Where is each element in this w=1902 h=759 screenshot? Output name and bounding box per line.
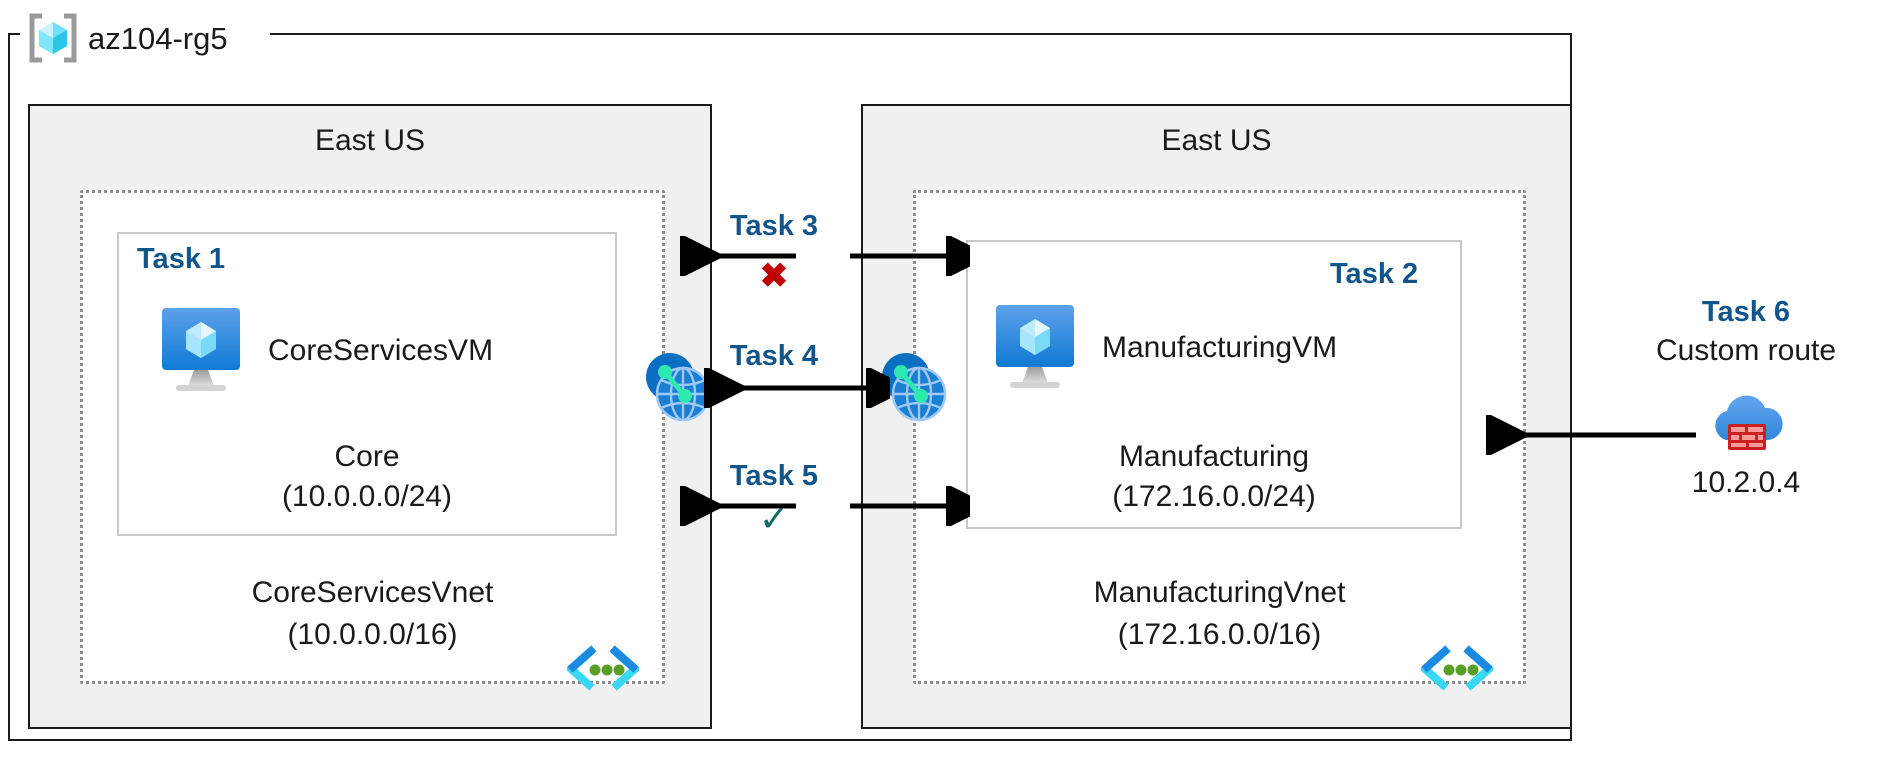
task6-group: Task 6 Custom route (1596, 296, 1896, 536)
vnet-brackets-icon-left (567, 645, 639, 693)
firewall-cloud-icon (1704, 388, 1790, 454)
subnet-cidr-right: (172.16.0.0/24) (1112, 480, 1316, 513)
custom-route-label: Custom route (1655, 334, 1837, 367)
resource-group-label: az104-rg5 (88, 21, 228, 56)
connector-arrow-task5 (676, 483, 991, 531)
vm-name-left: CoreServicesVM (268, 334, 494, 367)
connector-label-task5: Task 5 (729, 460, 819, 492)
virtual-machine-icon (160, 308, 242, 394)
region-title-left: East US (314, 124, 426, 157)
subnet-name-left: Core (334, 440, 400, 473)
vnet-cidr-right: (172.16.0.0/16) (1117, 618, 1322, 651)
subnet-name-right: Manufacturing (1118, 440, 1310, 473)
connector-marker-task5-success: ✓ (758, 498, 790, 539)
vm-right: ManufacturingVM (994, 305, 1337, 391)
connector-arrow-task4 (700, 365, 911, 413)
task-tag-2: Task 2 (1330, 258, 1419, 290)
vm-name-right: ManufacturingVM (1102, 331, 1338, 364)
resource-group-icon (26, 13, 80, 63)
task-tag-6: Task 6 (1701, 296, 1791, 328)
firewall-ip-label: 10.2.0.4 (1691, 466, 1801, 499)
vnet-name-left: CoreServicesVnet (251, 576, 494, 609)
vnet-name-right: ManufacturingVnet (1093, 576, 1346, 609)
region-title-right: East US (1161, 124, 1272, 157)
task-tag-1: Task 1 (137, 243, 226, 275)
subnet-cidr-left: (10.0.0.0/24) (281, 480, 453, 513)
custom-route-arrow (1482, 412, 1702, 460)
vnet-peering-icon-left (640, 350, 714, 424)
vnet-cidr-left: (10.0.0.0/16) (287, 618, 458, 651)
connector-marker-task3-fail: ✖ (759, 257, 789, 295)
connector-label-task3: Task 3 (729, 210, 819, 242)
vm-left: CoreServicesVM (160, 308, 493, 394)
virtual-machine-icon (994, 305, 1076, 391)
connector-arrow-task3 (676, 233, 991, 281)
vnet-brackets-icon-right (1421, 645, 1493, 693)
